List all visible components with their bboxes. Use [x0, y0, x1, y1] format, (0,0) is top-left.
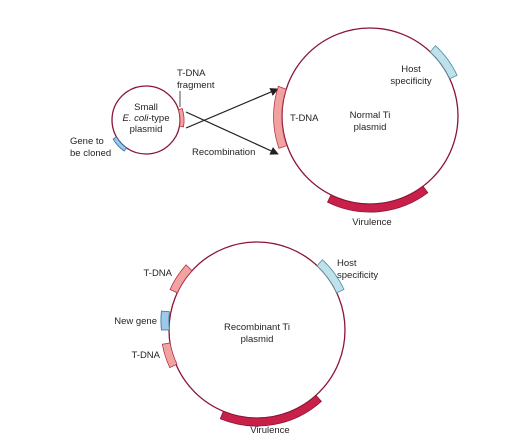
- recombinant-tdna-top-label: T-DNA: [144, 268, 173, 279]
- recombinant-virulence-label: Virulence: [250, 425, 289, 436]
- small-plasmid-label-3: plasmid: [130, 124, 163, 135]
- tdna-fragment-label-2: fragment: [177, 80, 215, 91]
- gene-to-clone-label-2: be cloned: [70, 148, 111, 159]
- normal-ti-host-label-1: Host: [401, 64, 421, 75]
- recombinant-tdna-top-segment: [169, 264, 193, 294]
- small-tdna-fragment-segment: [177, 107, 185, 128]
- recombinant-tdna-bottom-label: T-DNA: [132, 350, 161, 361]
- normal-ti-virulence-segment: [326, 185, 429, 213]
- normal-ti-host-segment: [429, 45, 458, 80]
- recombinant-host-label-2: specificity: [337, 270, 378, 281]
- recombinant-host-segment: [316, 259, 345, 294]
- normal-ti-label-1: Normal Ti: [350, 110, 391, 121]
- gene-to-clone-segment: [112, 136, 128, 152]
- recombination-arrow-down: [185, 111, 279, 155]
- recombinant-tdna-bottom-segment: [161, 342, 178, 369]
- small-plasmid-label-2: E. coli-type: [123, 113, 170, 124]
- recombinant-ti-plasmid: Recombinant Ti plasmid T-DNA New gene T-…: [114, 241, 378, 436]
- normal-ti-virulence-label: Virulence: [352, 217, 391, 228]
- normal-ti-tdna-segment: [273, 85, 288, 149]
- normal-ti-tdna-label: T-DNA: [290, 113, 319, 124]
- recombinant-ti-label-2: plasmid: [241, 334, 274, 345]
- small-plasmid-label-1: Small: [134, 102, 158, 113]
- normal-ti-label-2: plasmid: [354, 122, 387, 133]
- recombinant-host-label-1: Host: [337, 258, 357, 269]
- normal-ti-host-label-2: specificity: [390, 76, 431, 87]
- small-plasmid: Small E. coli-type plasmid: [111, 85, 185, 155]
- gene-to-clone-label-1: Gene to: [70, 136, 104, 147]
- recombinant-virulence-segment: [219, 394, 322, 427]
- new-gene-label: New gene: [114, 316, 157, 327]
- normal-ti-plasmid: Normal Ti plasmid T-DNA Host specificity…: [273, 27, 459, 228]
- tdna-fragment-label-1: T-DNA: [177, 68, 206, 79]
- recombination-arrow-up: [185, 88, 279, 129]
- new-gene-segment: [160, 310, 170, 331]
- recombination-label: Recombination: [192, 147, 255, 158]
- recombinant-ti-label-1: Recombinant Ti: [224, 322, 290, 333]
